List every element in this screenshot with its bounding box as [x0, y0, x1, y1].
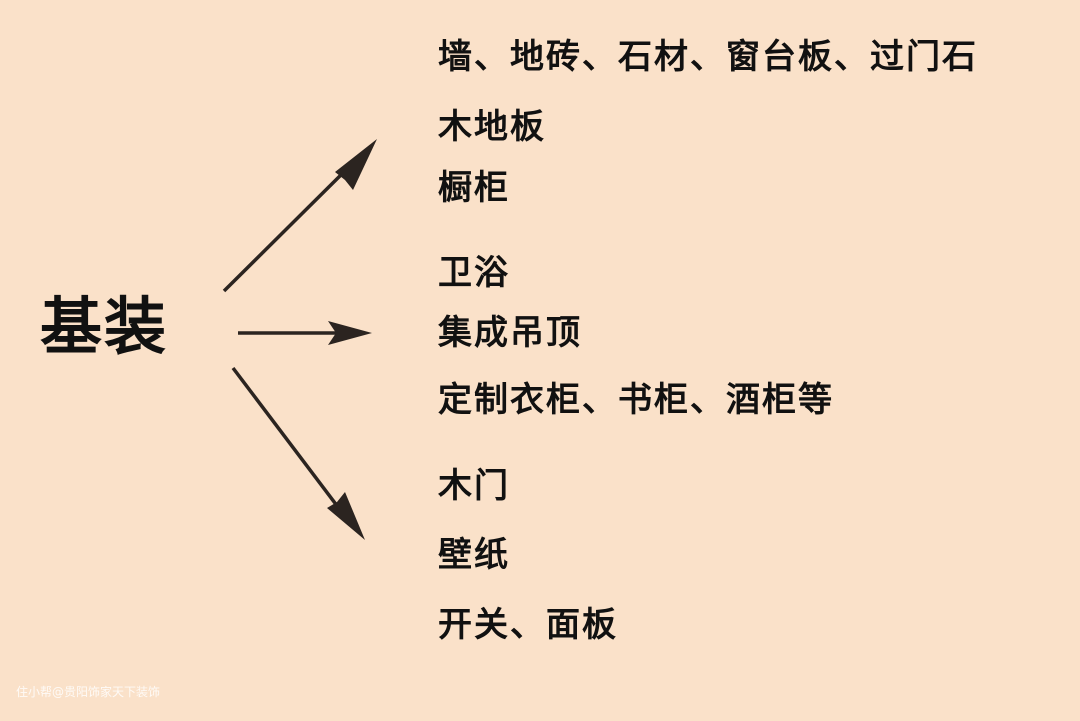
group-3-item-3: 开关、面板 — [438, 605, 618, 645]
group-3-item-1: 木门 — [438, 466, 510, 506]
group-3-item-2: 壁纸 — [438, 535, 510, 575]
group-2-item-1: 卫浴 — [438, 253, 510, 293]
group-2-item-3: 定制衣柜、书柜、酒柜等 — [438, 380, 834, 420]
group-1-item-2: 木地板 — [438, 107, 546, 147]
group-1-item-3: 橱柜 — [438, 168, 510, 208]
watermark-text: 住小帮@贵阳饰家天下装饰 — [16, 685, 161, 699]
group-1-item-1: 墙、地砖、石材、窗台板、过门石 — [438, 37, 978, 77]
group-2-item-2: 集成吊顶 — [438, 313, 582, 353]
arrow-to-group-3 — [231, 366, 365, 540]
arrow-to-group-2 — [238, 321, 372, 345]
arrow-to-group-1 — [222, 139, 377, 293]
root-node-label: 基装 — [40, 290, 169, 363]
